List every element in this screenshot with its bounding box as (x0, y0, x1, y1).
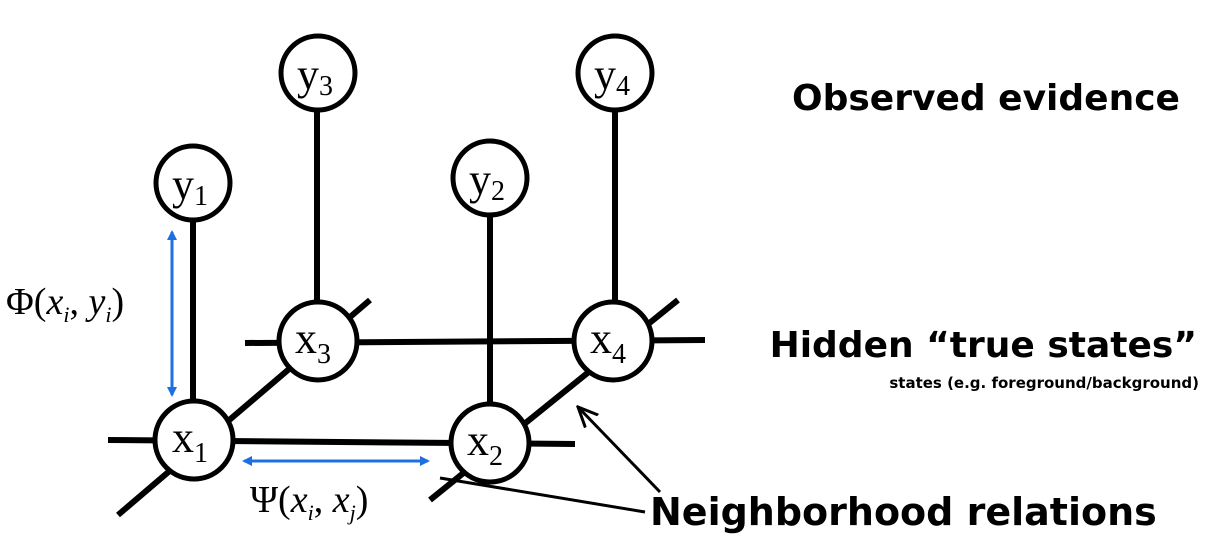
node-x4-letter: x (590, 314, 612, 363)
psi-label: Ψ(xi, xj) (250, 479, 368, 525)
phi-sep: , (69, 281, 88, 323)
node-x1-index: 1 (194, 438, 208, 469)
svg-text:x4: x4 (590, 314, 626, 370)
psi-arg-b: x (332, 479, 350, 521)
node-y3-index: 3 (319, 71, 333, 102)
node-y1-letter: y (172, 160, 194, 209)
node-y2-letter: y (469, 155, 491, 204)
svg-text:y1: y1 (172, 160, 208, 212)
svg-text:y4: y4 (594, 50, 630, 102)
svg-text:x2: x2 (467, 416, 503, 472)
node-x3-index: 3 (317, 339, 331, 370)
node-x4: x4 (571, 299, 655, 383)
callout-line-to-psi (439, 476, 646, 514)
psi-sep: , (314, 479, 333, 521)
psi-arg-a: x (290, 479, 308, 521)
node-y4-index: 4 (616, 71, 630, 102)
observed-evidence-label: Observed evidence (792, 78, 1180, 119)
phi-arg-b: y (84, 281, 105, 323)
hidden-states-sublabel: states (e.g. foreground/background) (889, 374, 1199, 392)
psi-close: ) (356, 479, 369, 521)
phi-symbol: Φ( (6, 281, 46, 323)
node-y3-letter: y (297, 50, 319, 99)
node-x4-index: 4 (612, 339, 626, 370)
phi-arg-a: x (45, 281, 63, 323)
node-x3: x3 (276, 299, 360, 383)
node-x2: x2 (448, 401, 532, 485)
node-y2: y2 (450, 138, 530, 218)
neighborhood-relations-label: Neighborhood relations (650, 490, 1157, 534)
node-x1-letter: x (172, 413, 194, 462)
phi-arg-a-sub: i (63, 302, 69, 327)
node-x3-letter: x (295, 314, 317, 363)
node-x1: x1 (152, 398, 236, 482)
svg-text:x1: x1 (172, 413, 208, 469)
svg-text:y2: y2 (469, 155, 505, 207)
phi-close: ) (111, 281, 124, 323)
svg-text:x3: x3 (295, 314, 331, 370)
svg-text:y3: y3 (297, 50, 333, 102)
node-x2-letter: x (467, 416, 489, 465)
psi-arg-a-sub: i (308, 500, 314, 525)
callout-arrow-to-x2-x4-edge (578, 407, 662, 494)
node-y4-letter: y (594, 50, 616, 99)
node-x2-index: 2 (489, 441, 503, 472)
node-y2-index: 2 (491, 176, 505, 207)
phi-label: Φ(xi, yi) (6, 281, 124, 327)
node-y4: y4 (575, 33, 655, 113)
node-y1-index: 1 (194, 181, 208, 212)
hidden-states-label: Hidden “true states” (769, 325, 1197, 366)
psi-arg-b-sub: j (347, 500, 356, 525)
node-y1: y1 (153, 143, 233, 223)
phi-arg-b-sub: i (105, 302, 111, 327)
node-y3: y3 (278, 33, 358, 113)
psi-symbol: Ψ( (250, 479, 291, 521)
